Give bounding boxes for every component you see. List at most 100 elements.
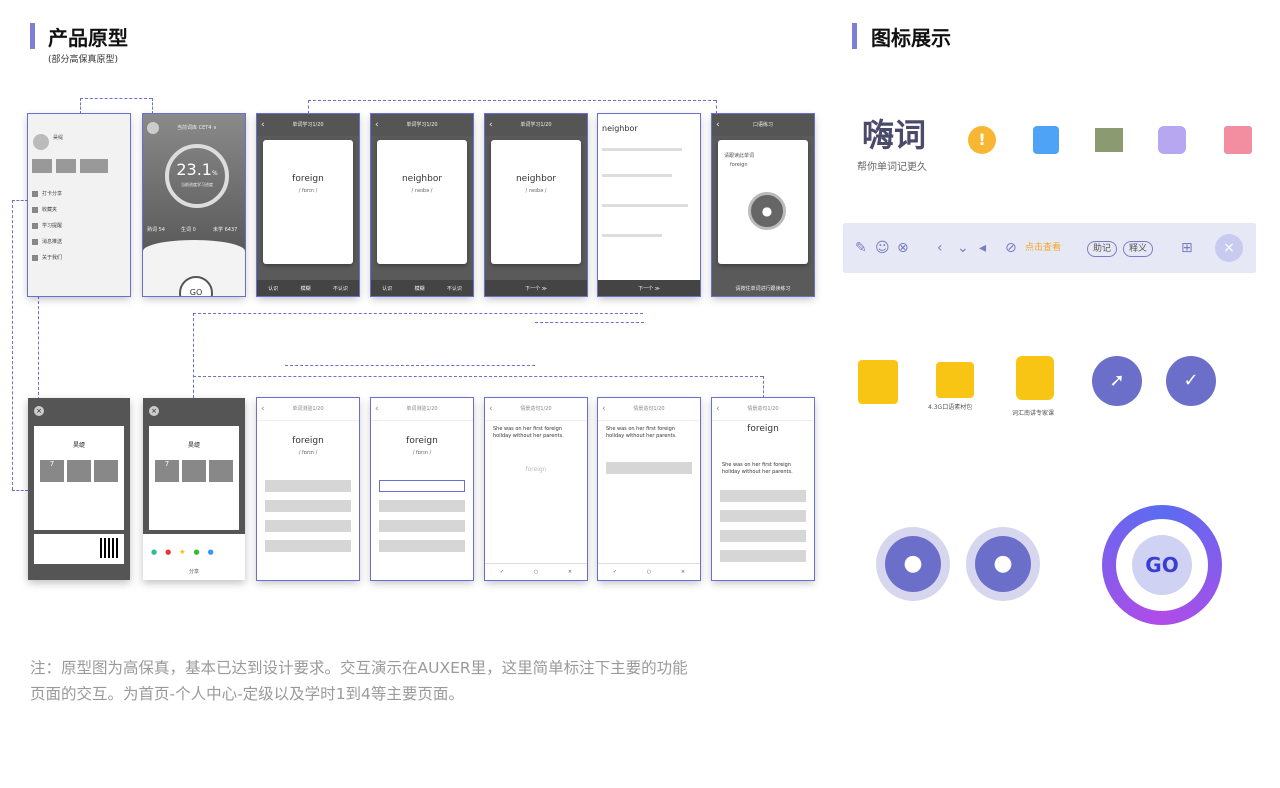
back-icon[interactable]: ‹	[716, 404, 720, 414]
meaning-button[interactable]: 释义	[1123, 241, 1153, 257]
level-box: 7	[155, 460, 179, 482]
level-box	[182, 460, 206, 482]
quiz-option[interactable]	[720, 510, 806, 522]
quiz-option[interactable]	[265, 500, 351, 512]
unknown-button[interactable]: ×	[680, 569, 686, 575]
stat-box	[56, 159, 76, 173]
folder-icon	[936, 362, 974, 398]
word-card[interactable]: neighbor / neɪbə /	[377, 140, 467, 264]
menu-item[interactable]: 打卡分享	[32, 190, 62, 197]
menu-item[interactable]: 消息推送	[32, 238, 62, 245]
menu-item[interactable]: 关于我们	[32, 254, 62, 261]
close-icon[interactable]: ×	[149, 406, 159, 416]
connector	[308, 100, 716, 101]
eye-off-icon[interactable]: ⊘	[1005, 240, 1017, 256]
back-icon[interactable]: ‹	[261, 404, 265, 414]
fuzzy-button[interactable]: 模糊	[414, 285, 425, 292]
quiz-option[interactable]	[379, 520, 465, 532]
quiz-option[interactable]	[265, 520, 351, 532]
answer-bar: 认识 模糊 不认识	[257, 280, 359, 296]
chevron-left-icon[interactable]: ‹	[937, 240, 943, 256]
word-detail-screen[interactable]: neighbor 下一个 ≫	[597, 113, 701, 297]
study-screen-1[interactable]: ‹单词学习1/20 foreign / fɒrɪn / 认识 模糊 不认识	[256, 113, 360, 297]
wechat-icon[interactable]: ●	[193, 548, 208, 556]
speaker-icon[interactable]: ◂	[979, 240, 987, 256]
fuzzy-button[interactable]: 模糊	[300, 285, 311, 292]
menu-item[interactable]: 学习提醒	[32, 222, 62, 229]
meaning-box	[606, 462, 692, 474]
sentence-screen-3[interactable]: ‹情景造句1/20 foreign She was on her first f…	[711, 397, 815, 581]
quiz-option[interactable]	[720, 530, 806, 542]
know-button[interactable]: ✓	[612, 569, 618, 575]
back-icon[interactable]: ‹	[602, 404, 606, 414]
study-screen-2[interactable]: ‹单词学习1/20 neighbor / neɪbə / 认识 模糊 不认识	[370, 113, 474, 297]
rank-screen[interactable]: × 昊缇 7	[28, 398, 130, 580]
chevron-down-icon[interactable]: ⌄	[957, 240, 969, 256]
quiz-screen-1[interactable]: ‹单词测验1/20 foreign / fɒrɪn /	[256, 397, 360, 581]
know-button[interactable]: 认识	[382, 285, 393, 292]
qq-icon[interactable]: ●	[207, 548, 222, 556]
close-icon[interactable]: ×	[34, 406, 44, 416]
quiz-option[interactable]	[265, 540, 351, 552]
quiz-option[interactable]	[720, 550, 806, 562]
edit-icon[interactable]: ✎	[855, 240, 867, 256]
share-icons[interactable]: ●●★●●	[151, 548, 222, 556]
mic-button-large[interactable]: ●	[876, 527, 950, 601]
connector	[12, 490, 28, 491]
mic-icon[interactable]: ●	[748, 192, 786, 230]
profile-screen[interactable]: 昊缇 打卡分享 收藏夹 学习提醒 消息推送 关于我们	[27, 113, 131, 297]
home-screen[interactable]: 当前词库 CET4 ∨ 23.1% 当前进度学习进度 熟词 54 生词 0 未学…	[142, 113, 246, 297]
share-screen[interactable]: × 昊缇 7 分享 ●●★●●	[143, 398, 245, 580]
quiz-screen-2[interactable]: ‹单词测验1/20 foreign / fɒrɪn /	[370, 397, 474, 581]
next-button[interactable]: 下一个 ≫	[638, 285, 660, 292]
quiz-option[interactable]	[265, 480, 351, 492]
quiz-option-selected[interactable]	[379, 480, 465, 492]
rocket-icon[interactable]: ➚	[1092, 356, 1142, 406]
next-bar: 下一个 ≫	[598, 280, 700, 296]
profile-name: 昊缇	[53, 135, 64, 141]
reveal-hint[interactable]: 点击查看	[1025, 243, 1062, 253]
moments-icon[interactable]: ●	[151, 548, 166, 556]
speak-footer: 请按住单词进行跟读练习	[735, 286, 791, 292]
speaking-screen[interactable]: ‹口语练习 请跟读此单词 foreign ● 请按住单词进行跟读练习	[711, 113, 815, 297]
know-button[interactable]: ✓	[499, 569, 505, 575]
next-button[interactable]: 下一个 ≫	[525, 285, 547, 292]
sentence-screen-1[interactable]: ‹情景造句1/20 She was on her first foreign h…	[484, 397, 588, 581]
quiz-option[interactable]	[720, 490, 806, 502]
sentence-text: She was on her first foreign holiday wit…	[606, 426, 677, 439]
go-button-large[interactable]: GO	[1102, 505, 1222, 625]
note-text: 注：原型图为高保真，基本已达到设计要求。交互演示在AUXER里，这里简单标注下主…	[30, 655, 790, 707]
sentence-screen-2[interactable]: ‹情景造句1/20 She was on her first foreign h…	[597, 397, 701, 581]
close-circle-icon[interactable]: ×	[1215, 234, 1243, 262]
back-icon[interactable]: ‹	[261, 120, 265, 130]
know-button[interactable]: 认识	[268, 285, 279, 292]
mic-button-active[interactable]: ●	[966, 527, 1040, 601]
wordbook-select[interactable]: 当前词库 CET4 ∨	[177, 125, 217, 131]
word-card[interactable]: neighbor / neɪbə /	[491, 140, 581, 264]
unknown-button[interactable]: 不认识	[446, 285, 462, 292]
unknown-button[interactable]: ×	[567, 569, 573, 575]
close-small-icon[interactable]: ⊗	[897, 240, 909, 256]
fuzzy-button[interactable]: ○	[533, 569, 539, 575]
weibo-icon[interactable]: ●	[165, 548, 180, 556]
star-icon[interactable]: ★	[179, 548, 194, 556]
word-card[interactable]: foreign / fɒrɪn /	[263, 140, 353, 264]
gamepad-icon[interactable]: ⊞	[1181, 240, 1193, 256]
quiz-option[interactable]	[379, 540, 465, 552]
back-icon[interactable]: ‹	[716, 120, 720, 130]
mnemonic-button[interactable]: 助记	[1087, 241, 1117, 257]
back-icon[interactable]: ‹	[375, 404, 379, 414]
study-screen-3[interactable]: ‹单词学习1/20 neighbor / neɪbə / 下一个 ≫	[484, 113, 588, 297]
menu-item[interactable]: 收藏夹	[32, 206, 57, 213]
back-icon[interactable]: ‹	[375, 120, 379, 130]
user-icon[interactable]: ☺	[875, 240, 890, 256]
fuzzy-button[interactable]: ○	[646, 569, 652, 575]
back-icon[interactable]: ‹	[489, 404, 493, 414]
quiz-option[interactable]	[379, 500, 465, 512]
avatar	[33, 134, 49, 150]
answer-bar: 认识 模糊 不认识	[371, 280, 473, 296]
unknown-button[interactable]: 不认识	[332, 285, 348, 292]
thumbs-up-icon[interactable]: ✓	[1166, 356, 1216, 406]
back-icon[interactable]: ‹	[489, 120, 493, 130]
quiz-header: ‹单词测验1/20	[371, 398, 473, 421]
